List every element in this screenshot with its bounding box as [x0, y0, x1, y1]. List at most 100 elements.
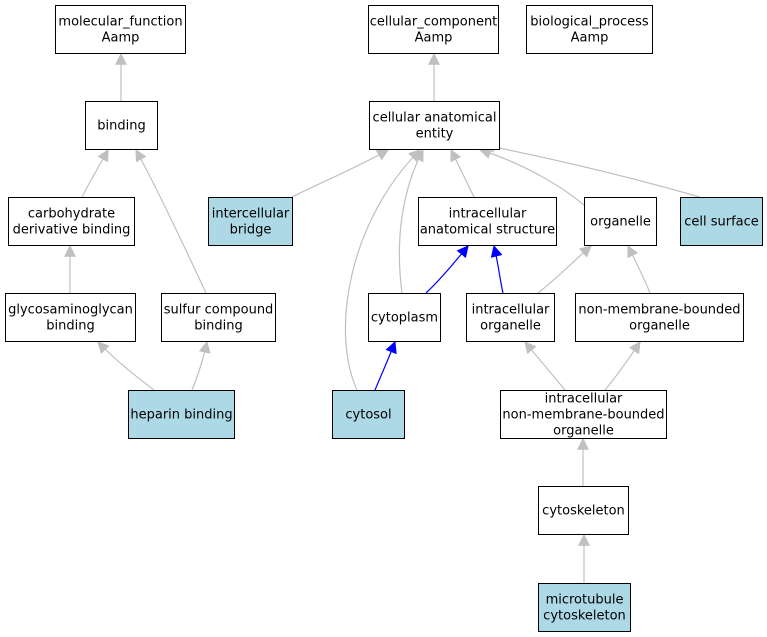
node-box	[680, 197, 763, 246]
node-box	[208, 197, 293, 246]
edge-line	[81, 148, 109, 198]
node-box	[5, 293, 136, 342]
node-cell-surface[interactable]: cell surface	[680, 197, 763, 246]
node-label-line: anatomical structure	[420, 223, 555, 238]
edge-line	[97, 341, 155, 391]
node-intracellular-non-membrane-bounded-organelle[interactable]: intracellularnon-membrane-boundedorganel…	[500, 390, 667, 439]
edge-line	[291, 149, 390, 198]
edge-intracellular-non-membrane-bounded-organelle-to-non-membrane-bounded-organelle	[604, 341, 641, 391]
node-label-line: derivative binding	[13, 223, 131, 238]
node-box	[55, 5, 186, 54]
node-box	[526, 5, 653, 54]
edges-layer	[64, 52, 701, 583]
node-label-line: intracellular	[545, 392, 623, 407]
edge-line	[191, 340, 211, 391]
edge-line	[478, 147, 585, 206]
edge-line	[524, 341, 566, 391]
edge-cytoplasm-to-cellular-anatomical-entity	[398, 148, 424, 294]
node-cytoskeleton[interactable]: cytoskeleton	[538, 486, 629, 535]
node-label-line: intercellular	[212, 207, 290, 222]
node-box	[368, 293, 441, 342]
node-box	[418, 197, 557, 246]
node-heparin-binding[interactable]: heparin binding	[128, 390, 235, 439]
node-organelle[interactable]: organelle	[584, 197, 657, 246]
node-box	[538, 486, 629, 535]
edge-line	[482, 141, 701, 198]
node-label-line: glycosaminoglycan	[8, 303, 133, 318]
edge-intracellular-non-membrane-bounded-organelle-to-intracellular-organelle	[524, 341, 566, 391]
node-label-line: intracellular	[472, 303, 550, 318]
node-label-line: cellular anatomical	[373, 111, 497, 126]
node-label-line: microtubule	[546, 593, 624, 608]
node-box	[368, 5, 499, 54]
node-label-line: entity	[416, 127, 454, 142]
edge-line	[344, 149, 421, 391]
edge-intercellular-bridge-to-cellular-anatomical-entity	[291, 149, 390, 198]
node-cytoplasm[interactable]: cytoplasm	[368, 293, 441, 342]
node-label-line: non-membrane-bounded	[578, 303, 740, 318]
edge-line	[537, 245, 592, 294]
node-label-line: biological_process	[530, 15, 649, 30]
edge-line	[490, 244, 504, 294]
node-label-line: organelle	[629, 319, 690, 334]
node-binding[interactable]: binding	[85, 101, 158, 150]
edge-carbohydrate-derivative-binding-to-binding	[81, 148, 109, 198]
edge-intracellular-organelle-to-intracellular-anatomical-structure	[490, 244, 504, 294]
edge-cytosol-to-cytoplasm	[374, 340, 397, 391]
node-label-line: cellular_component	[370, 15, 498, 30]
node-box	[369, 101, 500, 150]
node-cytosol[interactable]: cytosol	[332, 390, 405, 439]
node-label-line: binding	[194, 319, 242, 334]
node-label-line: cell surface	[684, 215, 759, 230]
edge-heparin-binding-to-sulfur-compound-binding	[191, 340, 211, 391]
edge-non-membrane-bounded-organelle-to-organelle	[627, 244, 651, 294]
edge-line	[627, 244, 651, 294]
edge-line	[450, 148, 475, 198]
edge-cytoplasm-to-intracellular-anatomical-structure	[425, 245, 469, 294]
node-label-line: sulfur compound	[164, 303, 274, 318]
node-label-line: organelle	[480, 319, 541, 334]
node-label-line: cytosol	[345, 408, 391, 423]
edge-line	[398, 148, 424, 294]
edge-intracellular-anatomical-structure-to-cellular-anatomical-entity	[450, 148, 475, 198]
node-label-line: organelle	[553, 424, 614, 439]
node-label-line: cytoskeleton	[543, 609, 626, 624]
node-box	[575, 293, 744, 342]
node-box	[161, 293, 276, 342]
node-box	[8, 197, 135, 246]
node-label-line: molecular_function	[58, 15, 182, 30]
node-label-line: Aamp	[415, 31, 453, 46]
edge-line	[374, 340, 397, 391]
edge-cell-surface-to-cellular-anatomical-entity	[482, 141, 701, 198]
edge-intracellular-organelle-to-organelle	[537, 245, 592, 294]
node-label-line: binding	[46, 319, 94, 334]
node-label-line: carbohydrate	[28, 207, 115, 222]
node-label-line: Aamp	[571, 31, 609, 46]
node-label-line: intracellular	[449, 207, 527, 222]
node-box	[85, 101, 158, 150]
node-label-line: bridge	[230, 223, 272, 238]
nodes-layer: molecular_functionAampcellular_component…	[5, 5, 763, 632]
node-box	[538, 583, 631, 632]
node-label-line: non-membrane-bounded	[502, 408, 664, 423]
node-box	[466, 293, 555, 342]
edge-line	[604, 341, 641, 391]
edge-line	[135, 148, 207, 294]
node-box	[584, 197, 657, 246]
edge-cytosol-to-cellular-anatomical-entity	[344, 149, 421, 391]
node-label-line: cytoskeleton	[542, 504, 625, 519]
edge-organelle-to-cellular-anatomical-entity	[478, 147, 585, 206]
